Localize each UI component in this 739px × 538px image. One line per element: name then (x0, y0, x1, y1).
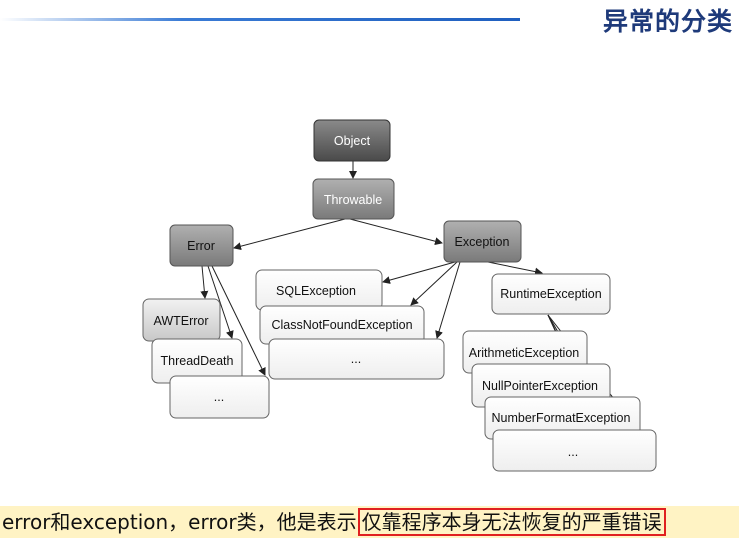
node-runtimeexception: RuntimeException (491, 273, 611, 315)
node-nullpointerexception-label: NullPointerException (482, 379, 598, 393)
arrow-error-awterror (200, 265, 209, 299)
node-object: Object (313, 119, 391, 162)
header-divider-line (0, 18, 520, 21)
node-threaddeath: ThreadDeath (151, 338, 243, 384)
node-classnotfound-label: ClassNotFoundException (271, 318, 412, 332)
node-error-more: ... (169, 375, 270, 419)
node-error-more-label: ... (214, 390, 224, 404)
arrow-exception-sqlexception (382, 261, 456, 284)
node-exception: Exception (443, 220, 522, 263)
node-classnotfound: ClassNotFoundException (259, 305, 425, 345)
node-sqlexception-label: SQLException (276, 284, 356, 298)
node-numberformatexception: NumberFormatException (484, 396, 641, 440)
caption-text: error和exception，error类，他是表示仅靠程序本身无法恢复的严重… (2, 508, 666, 536)
arrow-exception-more (435, 261, 461, 339)
exception-hierarchy-diagram: Object Throwable Error Exception AWTErro… (142, 119, 657, 472)
arrow-exception-runtime (487, 261, 543, 276)
node-numberformatexception-label: NumberFormatException (492, 411, 631, 425)
node-runtime-more-label: ... (568, 445, 578, 459)
page-title: 异常的分类 (602, 7, 733, 36)
arrow-error-threaddeath (207, 265, 234, 339)
node-throwable-label: Throwable (324, 193, 382, 207)
caption-prefix: error和exception，error类，他是表示 (2, 510, 357, 534)
node-awterror: AWTError (142, 298, 221, 342)
node-exception-label: Exception (455, 235, 510, 249)
arrow-error-more (211, 265, 266, 376)
node-exception-more-label: ... (351, 352, 361, 366)
node-awterror-label: AWTError (153, 314, 208, 328)
node-arithmeticexception-label: ArithmeticException (469, 346, 580, 360)
arrow-exception-classnotfound (410, 261, 458, 306)
node-runtimeexception-label: RuntimeException (500, 287, 601, 301)
node-arithmeticexception: ArithmeticException (462, 330, 588, 374)
node-sqlexception: SQLException (255, 269, 383, 311)
node-object-label: Object (334, 134, 371, 148)
node-exception-more: ... (268, 338, 445, 380)
arrow-throwable-error (233, 218, 346, 251)
caption-highlight: 仅靠程序本身无法恢复的严重错误 (357, 508, 666, 536)
node-nullpointerexception: NullPointerException (471, 363, 611, 408)
arrow-throwable-exception (349, 218, 443, 246)
node-error: Error (169, 224, 234, 267)
node-threaddeath-label: ThreadDeath (161, 354, 234, 368)
node-throwable: Throwable (312, 178, 395, 220)
node-runtime-more: ... (492, 429, 657, 472)
caption-bar (0, 506, 739, 538)
node-error-label: Error (187, 239, 215, 253)
